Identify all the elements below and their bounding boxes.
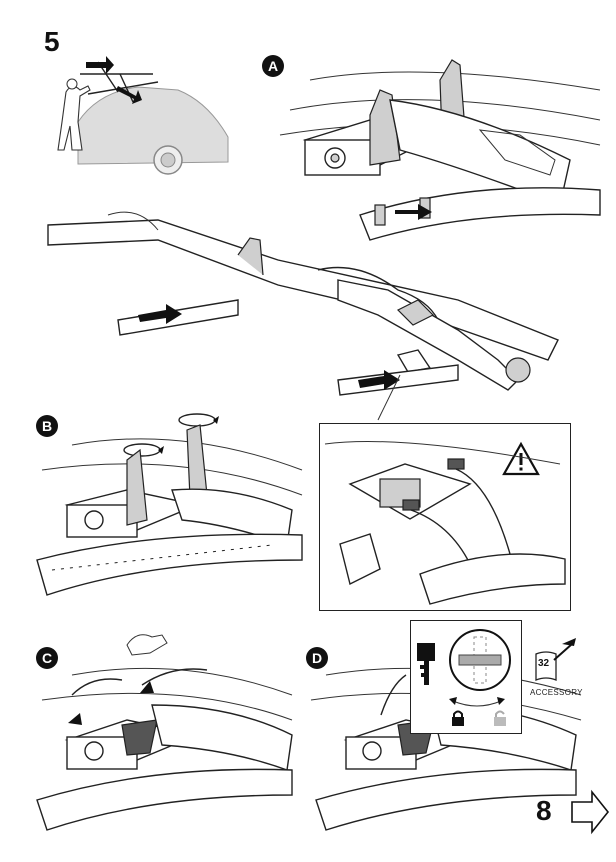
- page-number: 8: [536, 795, 552, 826]
- panel-a-badge: A: [262, 55, 284, 77]
- bike-carrier-main-illustration: [47, 211, 559, 421]
- accessory-page-icon: [535, 638, 576, 681]
- panel-b-badge: B: [36, 415, 58, 437]
- accessory-page-number: 32: [538, 658, 550, 669]
- inset-clamp-illustration: [324, 441, 566, 605]
- panel-b-illustration: [36, 413, 303, 596]
- panel-a-illustration: [279, 59, 601, 241]
- accessory-label: ACCESSORY: [530, 688, 583, 697]
- warning-inset-box: [319, 423, 571, 611]
- lock-cylinder-icon: [449, 629, 511, 691]
- lock-instruction-box: [410, 620, 522, 734]
- arrow-right-icon[interactable]: [570, 789, 610, 835]
- key-icon: [417, 643, 435, 685]
- lock-closed-icon: [452, 710, 464, 726]
- step-number: 5: [44, 26, 60, 57]
- rotate-arrows-icon: [449, 697, 505, 707]
- lock-open-icon: [494, 710, 506, 726]
- panel-c-illustration: [36, 634, 293, 831]
- panel-d-badge: D: [306, 647, 328, 669]
- panel-c-badge: C: [36, 647, 58, 669]
- car-illustration: [57, 56, 229, 175]
